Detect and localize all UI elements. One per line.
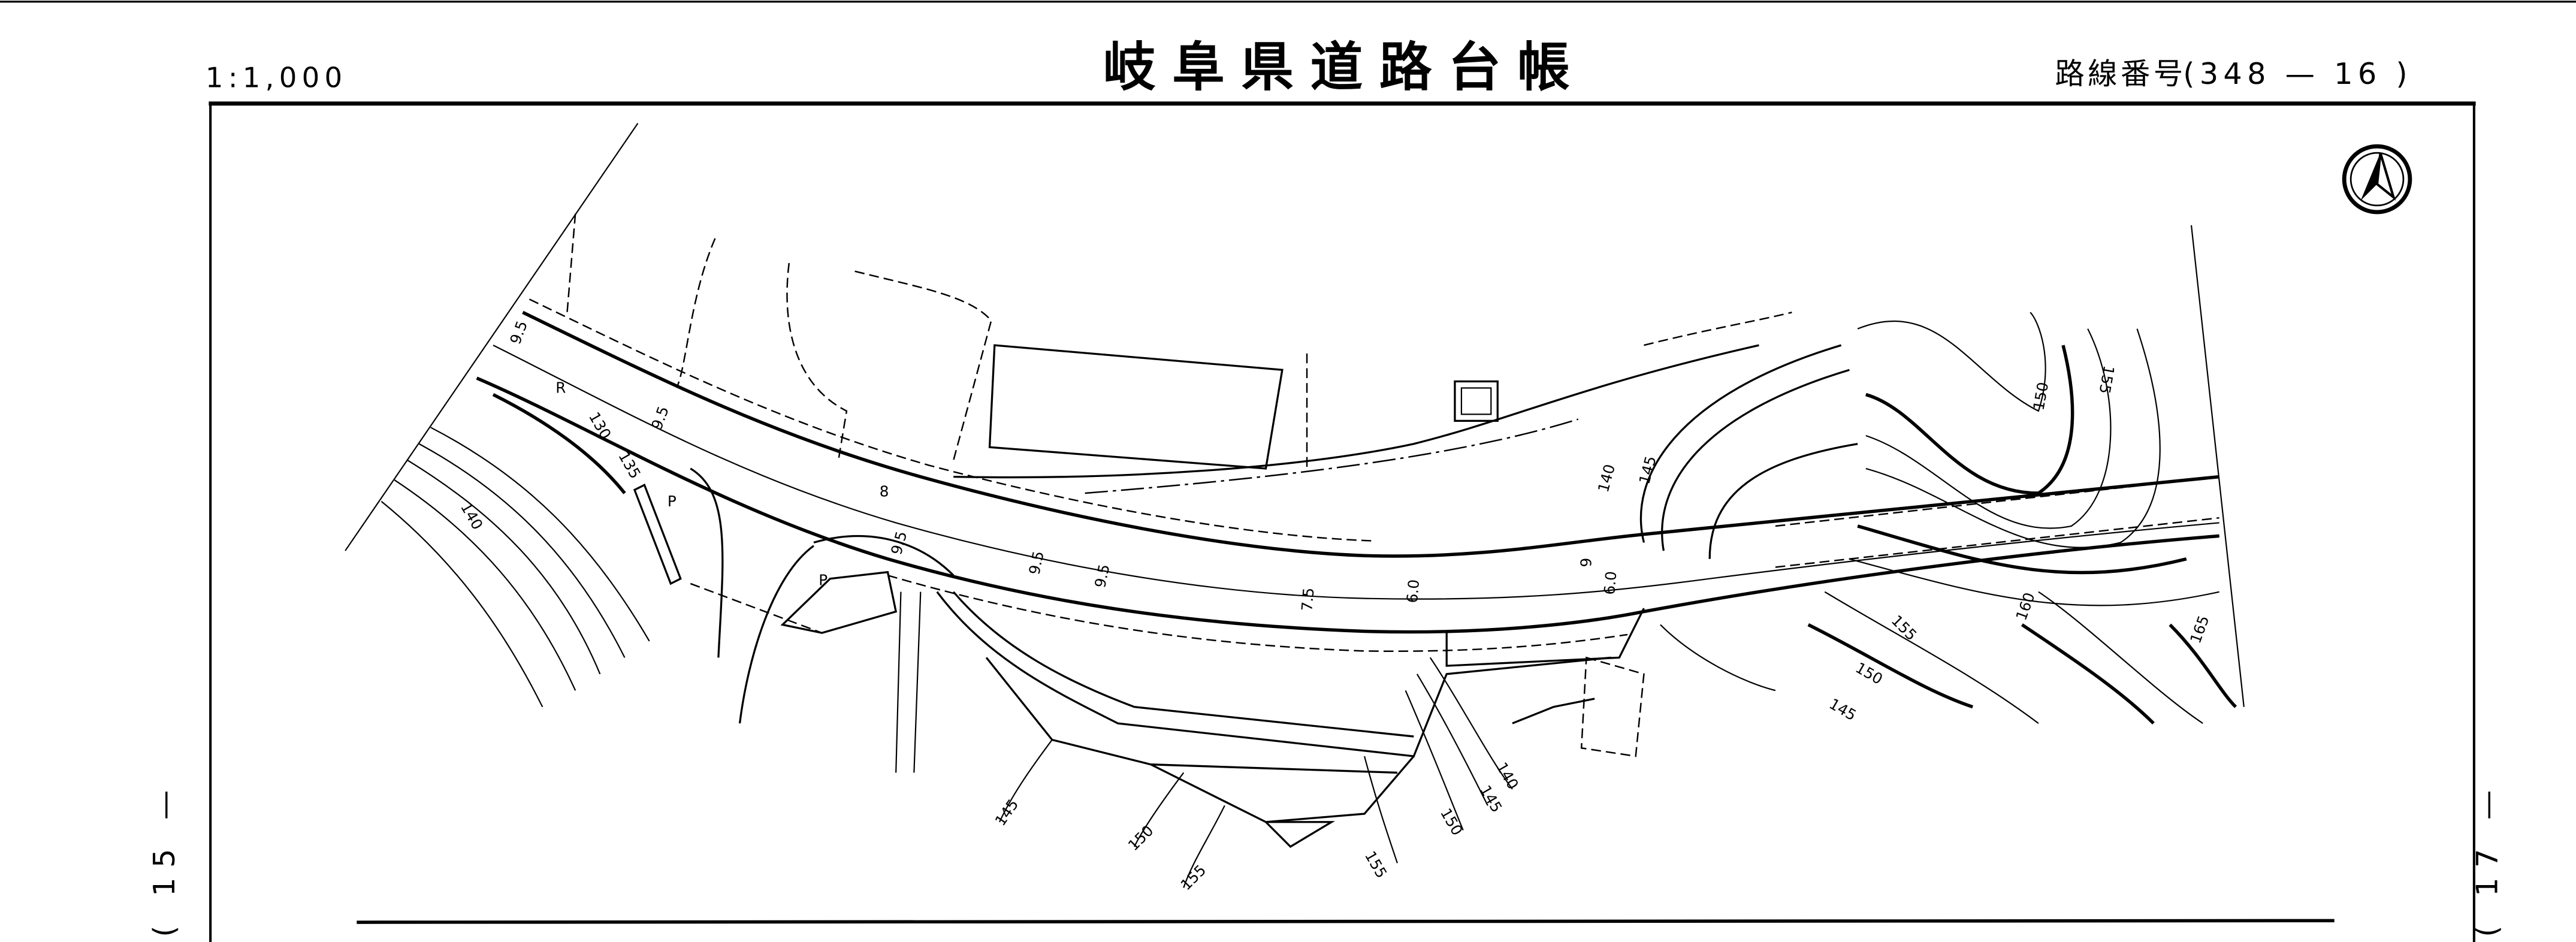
scale-label: 1:1,000 <box>206 61 347 93</box>
width-label: 9.5 <box>648 404 672 432</box>
contour-label: 155 <box>1177 861 1210 893</box>
width-label: 6.0 <box>1600 570 1620 596</box>
road-map <box>345 123 2245 888</box>
contour-label: 130 <box>585 409 615 442</box>
contour-label: 155 <box>1361 848 1391 881</box>
width-label: 9.5 <box>1025 550 1047 576</box>
contour-label: 140 <box>457 499 487 532</box>
width-label: 7.5 <box>1298 587 1317 612</box>
symbol-label-r: R <box>555 379 566 397</box>
contour-label: 140 <box>1493 759 1522 792</box>
next-sheet-label: ( 17 — <box>2469 780 2504 937</box>
contour-label: 165 <box>2187 613 2212 645</box>
route-label: 路線番号 <box>2055 56 2186 91</box>
width-label: 9.5 <box>887 529 910 556</box>
page-title: 岐阜県道路台帳 <box>1103 37 1587 98</box>
frame-bottom-rule <box>357 919 2335 924</box>
width-label: 9.5 <box>1091 563 1113 589</box>
width-labels: 9.5 9.5 8 9.5 9.5 9.5 7.5 6.0 9 6.0 <box>506 318 1620 612</box>
contour-label: 150 <box>2030 381 2052 411</box>
contour-label: 145 <box>992 796 1022 829</box>
contour-label: 135 <box>615 448 644 481</box>
north-arrow-icon <box>2342 144 2412 215</box>
route-number: (348 — 16 ) <box>2183 56 2412 91</box>
contour-label: 155 <box>2096 364 2118 395</box>
contour-label: 145 <box>1476 782 1506 815</box>
symbol-label-p: P <box>819 572 828 589</box>
contour-label: 145 <box>1635 454 1659 486</box>
symbol-label-p: P <box>668 493 677 510</box>
width-label: 9 <box>1578 558 1595 567</box>
width-label: 9.5 <box>506 318 531 346</box>
contour-label: 145 <box>1826 695 1859 724</box>
contour-label: 140 <box>1594 463 1618 494</box>
contour-label: 160 <box>2012 590 2038 623</box>
contour-label: 150 <box>1437 805 1466 838</box>
width-label: 6.0 <box>1403 579 1423 604</box>
contour-label: 150 <box>1125 822 1157 855</box>
prev-sheet-label: ( 15 — <box>147 780 182 937</box>
width-label: 8 <box>880 483 889 500</box>
contour-label: 155 <box>1888 612 1920 644</box>
